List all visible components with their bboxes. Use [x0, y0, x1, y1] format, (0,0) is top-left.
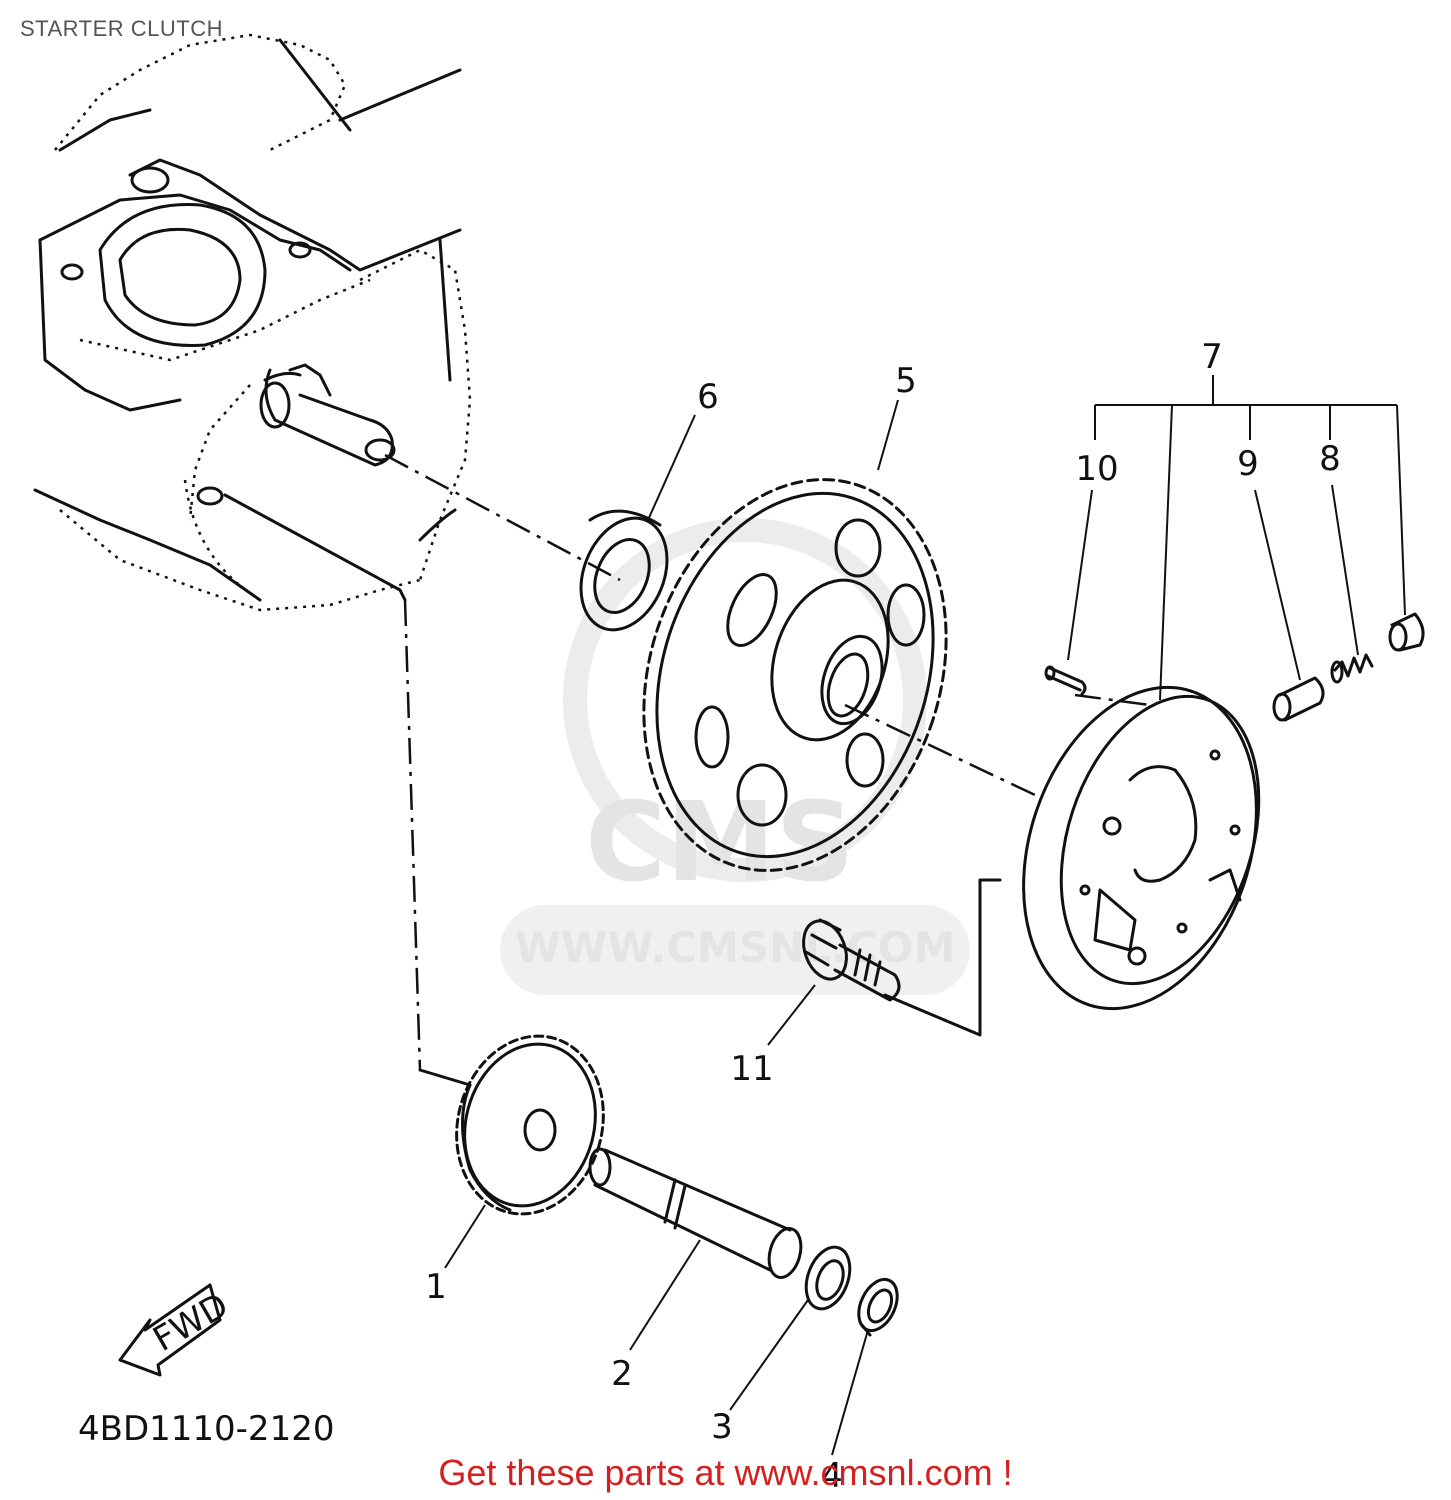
- callout-7: 7: [1201, 337, 1223, 377]
- callout-8: 8: [1319, 439, 1341, 479]
- callout-1: 1: [425, 1267, 447, 1307]
- fwd-arrow-icon: FWD: [118, 1283, 235, 1377]
- part-1-idle-gear: [455, 1034, 605, 1216]
- diagram-code: 4BD1110-2120: [78, 1409, 334, 1449]
- spring-cap: [1388, 612, 1425, 652]
- callout-9: 9: [1237, 444, 1259, 484]
- callout-5: 5: [895, 361, 917, 401]
- part-8-spring: [1330, 653, 1374, 684]
- part-9-roller: [1272, 676, 1325, 722]
- part-3-washer: [804, 1245, 852, 1311]
- part-6-washer: [579, 509, 669, 632]
- watermark-brand: CMS: [585, 778, 854, 906]
- assembly-lines: [223, 453, 1151, 1087]
- callout-3: 3: [711, 1407, 733, 1447]
- watermark-url: WWW.CMSNL.COM: [515, 923, 956, 972]
- part-7-starter-clutch: [1022, 685, 1261, 1011]
- callout-2: 2: [611, 1354, 633, 1394]
- callout-6: 6: [697, 377, 719, 417]
- part-2-shaft: [588, 1147, 803, 1279]
- part-11-bolt: [802, 918, 901, 1002]
- leader-lines: [444, 375, 1406, 1456]
- diagram-title: STARTER CLUTCH: [20, 16, 223, 41]
- engine-crankcase-outline: [33, 33, 472, 612]
- get-parts-link[interactable]: Get these parts at www.cmsnl.com !: [438, 1452, 1013, 1493]
- cms-watermark: CMS WWW.CMSNL.COM: [500, 518, 970, 995]
- callout-11: 11: [730, 1049, 773, 1089]
- part-5-starter-driven-gear: [642, 478, 948, 872]
- callout-labels: 1 2 3 4 5 6 7 8 9 10 11: [425, 337, 1341, 1496]
- part-10-pin: [1044, 665, 1087, 696]
- callout-10: 10: [1075, 449, 1118, 489]
- part-4-circlip: [857, 1277, 899, 1337]
- callout-4: 4: [821, 1456, 843, 1496]
